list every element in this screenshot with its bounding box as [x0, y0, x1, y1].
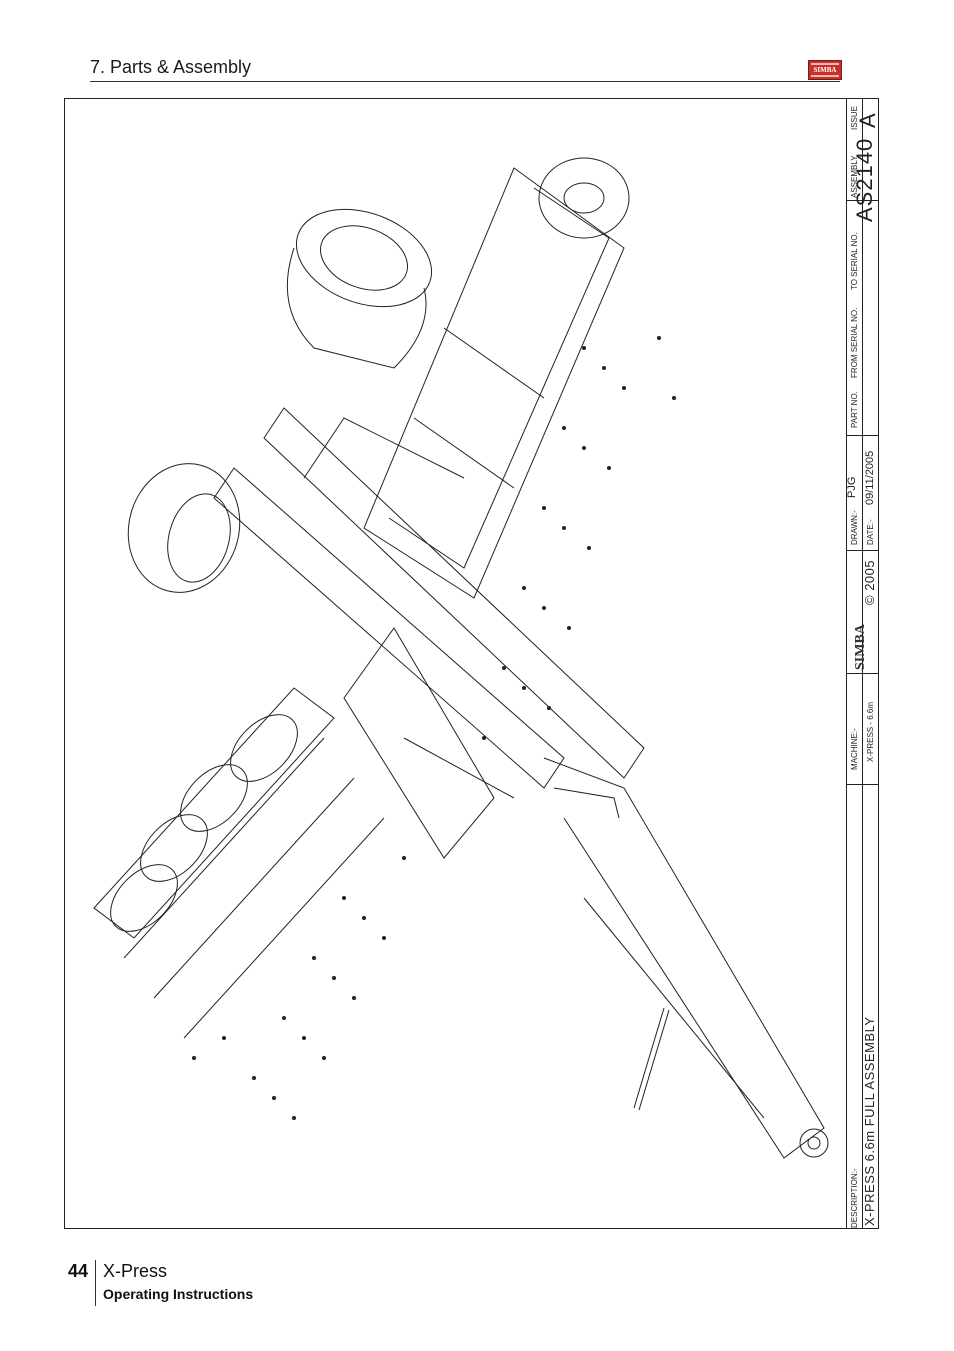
title-block-logo: SIMBA [853, 624, 868, 670]
machine-label: MACHINE:- [850, 728, 859, 770]
assembly-drawing [93, 157, 829, 1159]
section-title: 7. Parts & Assembly [90, 57, 252, 77]
main-frame [213, 407, 645, 859]
title-block-row-line [846, 435, 879, 436]
machine-value: X-PRESS - 6.6m [866, 701, 875, 762]
copyright: © 2005 [862, 559, 877, 605]
simba-logo-text: SIMBA [813, 66, 837, 74]
disc-gang-rear [363, 157, 630, 599]
from-serial-label: FROM SERIAL NO. [850, 307, 859, 378]
disc-gang-front [93, 687, 385, 1039]
footer-divider [95, 1260, 96, 1306]
drawbar [543, 757, 829, 1159]
title-block-row-line [846, 550, 879, 551]
drawn-value: PJG [846, 476, 858, 498]
product-name: X-Press [103, 1261, 168, 1281]
date-value: 09/11/2005 [864, 450, 876, 505]
drawn-label: DRAWN:- [850, 510, 859, 545]
title-block [846, 98, 879, 1229]
date-label: DATE:- [866, 519, 875, 545]
manual-subtitle: Operating Instructions [103, 1286, 254, 1302]
issue-value: A [855, 112, 880, 128]
part-no-label: PART NO. [850, 391, 859, 428]
description-label: DESCRIPTION:- [850, 1168, 859, 1228]
title-block-divider [862, 98, 863, 1229]
page-number: 44 [68, 1261, 89, 1281]
description-value: X-PRESS 6.6m FULL ASSEMBLY [862, 1016, 877, 1226]
to-serial-label: TO SERIAL NO. [850, 232, 859, 290]
title-block-row-line [846, 200, 879, 201]
drawing-frame [64, 98, 879, 1229]
simba-logo: SIMBA [808, 60, 842, 80]
title-block-row-line [846, 673, 879, 674]
title-block-row-line [846, 784, 879, 785]
side-wheel [127, 463, 241, 593]
tine-bolts [192, 336, 676, 1120]
assembly-number: AS2140 [852, 137, 877, 222]
rear-wheel [286, 208, 433, 369]
header-divider [90, 81, 840, 82]
hydraulic-ram [633, 1007, 670, 1111]
